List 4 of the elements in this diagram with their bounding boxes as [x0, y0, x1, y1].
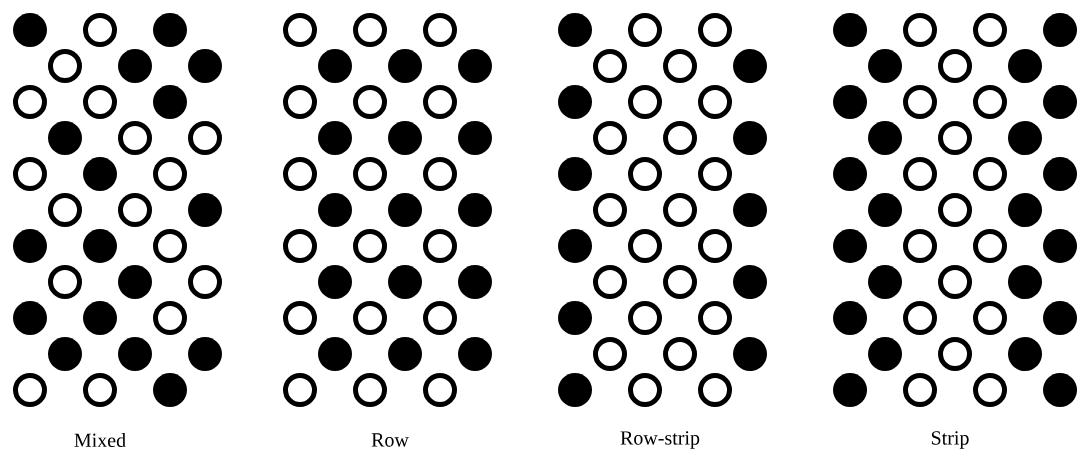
panel-label: Row: [371, 433, 409, 447]
panel-label: Row-strip: [620, 431, 700, 449]
panel-label: Strip: [931, 431, 969, 449]
panel-label: Mixed: [74, 432, 126, 448]
